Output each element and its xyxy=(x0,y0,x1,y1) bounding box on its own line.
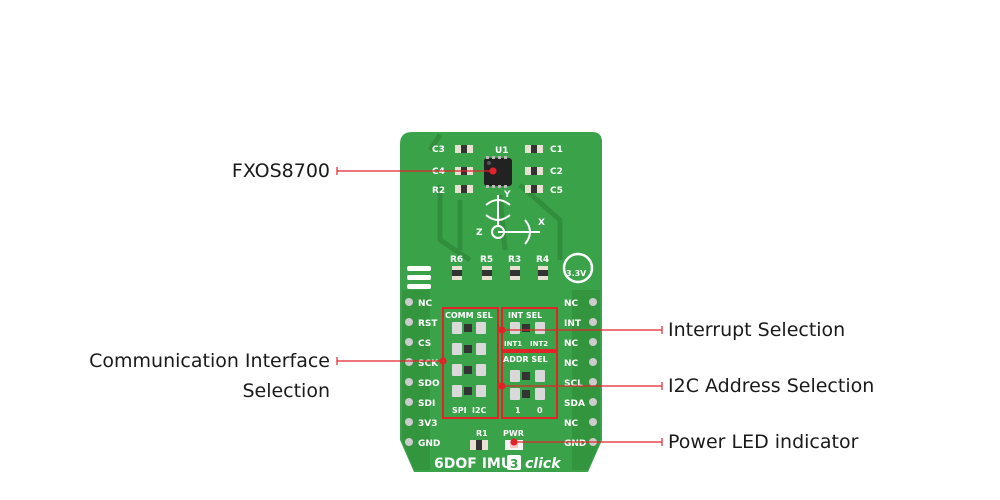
silk-u1: U1 xyxy=(495,146,509,156)
right-pin-2: NC xyxy=(564,339,579,349)
left-pin-7: GND xyxy=(418,439,440,449)
left-pin-3: SCK xyxy=(418,359,439,369)
silk-c3: C3 xyxy=(432,145,445,155)
silk-addr-sel: ADDR SEL xyxy=(503,355,548,364)
axis-symbol xyxy=(485,195,540,245)
board-suffix: click xyxy=(525,456,562,472)
silk-int-sel: INT SEL xyxy=(508,311,542,320)
silk-addr-1: 1 xyxy=(515,406,521,415)
silk-spi: SPI xyxy=(452,406,467,415)
left-pin-header xyxy=(405,298,413,446)
callout-interrupt-selection: Interrupt Selection xyxy=(668,319,846,341)
silk-r6: R6 xyxy=(450,255,463,265)
silk-c1: C1 xyxy=(550,145,563,155)
left-pin-6: 3V3 xyxy=(418,419,438,429)
silk-c4: C4 xyxy=(432,167,445,177)
board-name: 6DOF IMU 3 click xyxy=(434,455,562,472)
right-pin-7: GND xyxy=(564,439,586,449)
right-pin-1: INT xyxy=(564,319,582,329)
silk-axis-z: Z xyxy=(476,228,483,238)
right-pin-0: NC xyxy=(564,299,579,309)
silk-c2: C2 xyxy=(550,167,563,177)
board-number: 3 xyxy=(510,457,518,471)
left-pin-5: SDI xyxy=(418,399,435,409)
silk-r3: R3 xyxy=(508,255,521,265)
silk-axis-y: Y xyxy=(503,190,511,200)
board-name-text: 6DOF IMU xyxy=(434,456,512,472)
right-pin-5: SDA xyxy=(564,399,585,409)
callout-power-led: Power LED indicator xyxy=(668,431,859,453)
left-pin-2: CS xyxy=(418,339,431,349)
right-pin-3: NC xyxy=(564,359,579,369)
pcb-body xyxy=(400,132,602,472)
power-icon xyxy=(562,252,594,284)
silk-int2: INT2 xyxy=(530,340,548,348)
right-pin-6: NC xyxy=(564,419,579,429)
silk-comm-sel: COMM SEL xyxy=(445,311,493,320)
fxos8700-chip xyxy=(484,158,512,186)
callout-comm-interface-line2: Selection xyxy=(242,380,330,402)
callout-i2c-address-selection: I2C Address Selection xyxy=(668,375,875,397)
silk-r5: R5 xyxy=(480,255,493,265)
silk-pwr: PWR xyxy=(503,429,524,438)
callout-fxos8700: FXOS8700 xyxy=(231,160,330,182)
callout-comm-interface-line1: Communication Interface xyxy=(89,350,330,372)
silk-int1: INT1 xyxy=(504,340,522,348)
silk-c5: C5 xyxy=(550,186,563,196)
silk-r2: R2 xyxy=(432,186,445,196)
silk-addr-0: 0 xyxy=(537,406,543,415)
silk-r4: R4 xyxy=(536,255,549,265)
silk-r1: R1 xyxy=(476,429,488,438)
silk-voltage: 3.3V xyxy=(566,269,587,278)
silk-i2c: I2C xyxy=(472,406,487,415)
callout-lines xyxy=(336,167,663,446)
silk-axis-x: X xyxy=(538,218,545,228)
left-pin-4: SDO xyxy=(418,379,440,389)
mikroe-logo xyxy=(407,266,431,289)
right-pin-header xyxy=(589,298,597,446)
left-pin-0: NC xyxy=(418,299,433,309)
right-pin-4: SCL xyxy=(564,379,583,389)
left-pin-1: RST xyxy=(418,319,438,329)
